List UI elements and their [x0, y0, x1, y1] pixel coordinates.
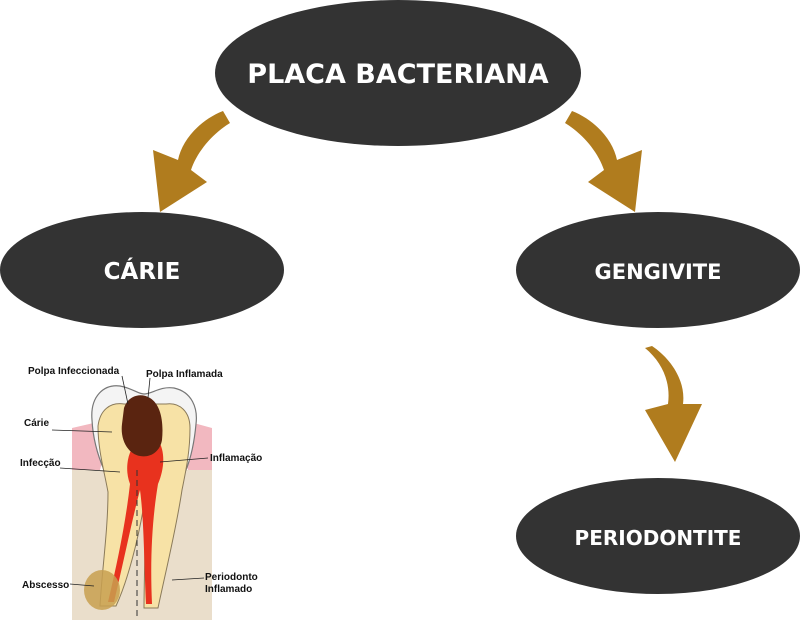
- label-periodonto: Periodonto: [205, 572, 258, 583]
- node-gengivite[interactable]: GENGIVITE: [516, 212, 800, 328]
- node-shape: [0, 212, 284, 328]
- leader-line: [171, 577, 205, 581]
- label-polpa-infeccionada: Polpa Infeccionada: [28, 366, 120, 377]
- node-shape: [516, 212, 800, 328]
- node-periodontite[interactable]: PERIODONTITE: [516, 478, 800, 594]
- tooth-illustration: Polpa Infeccionada Polpa Inflamada Cárie…: [20, 366, 262, 620]
- node-carie[interactable]: CÁRIE: [0, 212, 284, 328]
- leader-line: [69, 583, 95, 587]
- node-shape: [215, 0, 581, 146]
- label-abscesso: Abscesso: [22, 580, 69, 591]
- node-label: PERIODONTITE: [575, 526, 742, 550]
- arrow-placa-to-carie: [153, 111, 230, 212]
- label-carie: Cárie: [24, 418, 49, 429]
- leader-line: [159, 457, 209, 463]
- pulp-inflamed: [108, 440, 164, 604]
- leader-line: [51, 429, 113, 433]
- label-inflamacao: Inflamação: [210, 453, 262, 464]
- leader-line: [121, 375, 129, 405]
- leader-line: [147, 377, 151, 399]
- label-infeccao: Infecção: [20, 458, 61, 469]
- abscess: [84, 570, 120, 610]
- label-polpa-inflamada: Polpa Inflamada: [146, 369, 223, 380]
- arrow-gengivite-to-periodontite: [645, 346, 702, 462]
- arrow-placa-to-gengivite: [565, 111, 642, 212]
- label-inflamado: Inflamado: [205, 584, 252, 595]
- leader-line: [59, 467, 121, 473]
- node-label: CÁRIE: [104, 257, 181, 285]
- node-label: GENGIVITE: [595, 260, 722, 284]
- node-shape: [516, 478, 800, 594]
- node-label: PLACA BACTERIANA: [247, 59, 548, 90]
- pulp-infected: [121, 395, 163, 457]
- node-placa-bacteriana[interactable]: PLACA BACTERIANA: [215, 0, 581, 146]
